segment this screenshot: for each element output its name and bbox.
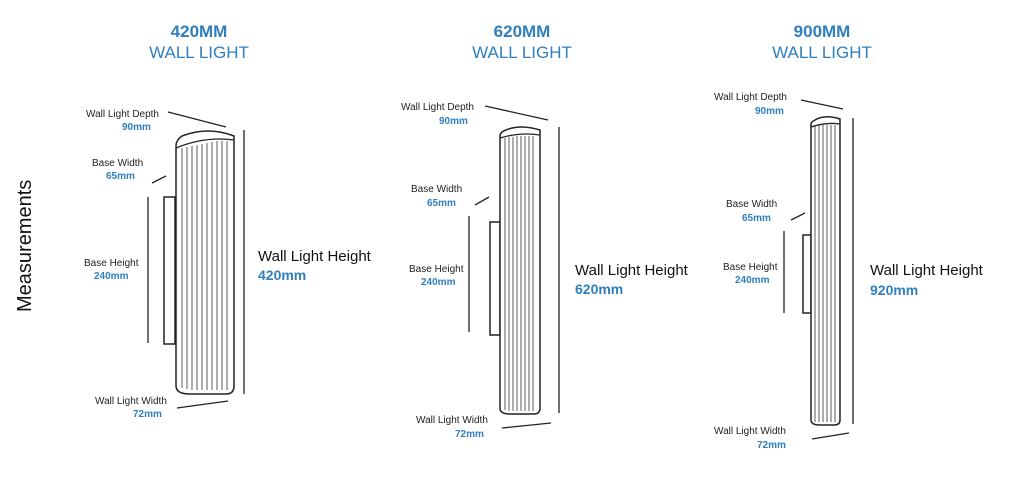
product-1-base-width-dim bbox=[151, 175, 167, 184]
product-2-ribs bbox=[504, 136, 534, 411]
product-1-depth-dim bbox=[167, 111, 227, 128]
product-1-size: 420MM bbox=[170, 22, 228, 41]
product-3-width-value: 72mm bbox=[757, 440, 786, 451]
product-2-depth-label: Wall Light Depth bbox=[401, 102, 474, 113]
product-3-depth-dim bbox=[800, 99, 844, 110]
product-3-base-height-value: 240mm bbox=[735, 275, 770, 286]
product-2-base-height-value: 240mm bbox=[421, 277, 456, 288]
product-2-base-width-value: 65mm bbox=[427, 198, 456, 209]
product-3-wall-base bbox=[802, 234, 812, 314]
product-2-width-label: Wall Light Width bbox=[416, 415, 488, 426]
product-2-fixture-body bbox=[499, 126, 541, 415]
product-1-depth-value: 90mm bbox=[122, 122, 151, 133]
product-1-wall-base bbox=[163, 196, 176, 345]
product-3-top-edge bbox=[810, 122, 841, 128]
product-1-base-width-label: Base Width bbox=[92, 158, 144, 169]
product-3-fixture-drawing bbox=[783, 99, 854, 440]
product-1-top-edge bbox=[175, 138, 235, 149]
product-2-width-dim bbox=[501, 422, 552, 429]
product-1-height-label: Wall Light Height bbox=[258, 248, 371, 265]
product-1-fixture-body bbox=[175, 130, 235, 395]
product-2-depth-dim bbox=[484, 105, 549, 121]
product-2-fixture-drawing bbox=[468, 105, 560, 429]
product-1-type: WALL LIGHT bbox=[149, 43, 249, 62]
product-3-width-label: Wall Light Width bbox=[714, 426, 786, 437]
product-1-height-value: 420mm bbox=[258, 267, 307, 283]
product-1-width-dim bbox=[176, 400, 229, 409]
product-2-top-edge bbox=[499, 133, 541, 139]
product-3-base-width-label: Base Width bbox=[726, 199, 778, 210]
product-1-depth-label: Wall Light Depth bbox=[86, 109, 159, 120]
product-3-height-label: Wall Light Height bbox=[870, 262, 983, 279]
product-2-height-value: 620mm bbox=[575, 281, 624, 297]
product-1-width-label: Wall Light Width bbox=[95, 396, 167, 407]
product-2-type: WALL LIGHT bbox=[472, 43, 572, 62]
product-2-width-value: 72mm bbox=[455, 429, 484, 440]
product-1-width-value: 72mm bbox=[133, 409, 162, 420]
product-2-base-height-label: Base Height bbox=[409, 264, 464, 275]
product-1-header: 420MM WALL LIGHT bbox=[99, 22, 299, 64]
product-3-height-value: 920mm bbox=[870, 282, 919, 298]
product-3-depth-label: Wall Light Depth bbox=[714, 92, 787, 103]
product-3-size: 900MM bbox=[793, 22, 851, 41]
product-1-base-height-label: Base Height bbox=[84, 258, 139, 269]
product-1-base-height-value: 240mm bbox=[94, 271, 129, 282]
product-2-height-label: Wall Light Height bbox=[575, 262, 688, 279]
product-3-base-width-dim bbox=[790, 212, 806, 221]
product-1-fixture-drawing bbox=[147, 111, 245, 409]
product-3-base-width-value: 65mm bbox=[742, 213, 771, 224]
product-3-width-dim bbox=[811, 432, 850, 440]
product-1-base-width-value: 65mm bbox=[106, 171, 135, 182]
product-3-depth-value: 90mm bbox=[755, 106, 784, 117]
product-2-base-width-dim bbox=[474, 196, 490, 206]
product-3-fixture-body bbox=[810, 116, 841, 426]
product-3-type: WALL LIGHT bbox=[772, 43, 872, 62]
product-1-ribs bbox=[181, 141, 228, 390]
product-3-ribs bbox=[814, 125, 836, 422]
product-2-wall-base bbox=[489, 221, 501, 336]
product-2-base-width-label: Base Width bbox=[411, 184, 463, 195]
product-2-depth-value: 90mm bbox=[439, 116, 468, 127]
product-3-header: 900MM WALL LIGHT bbox=[722, 22, 922, 64]
product-3-base-height-label: Base Height bbox=[723, 262, 778, 273]
product-2-size: 620MM bbox=[493, 22, 551, 41]
product-2-header: 620MM WALL LIGHT bbox=[422, 22, 622, 64]
